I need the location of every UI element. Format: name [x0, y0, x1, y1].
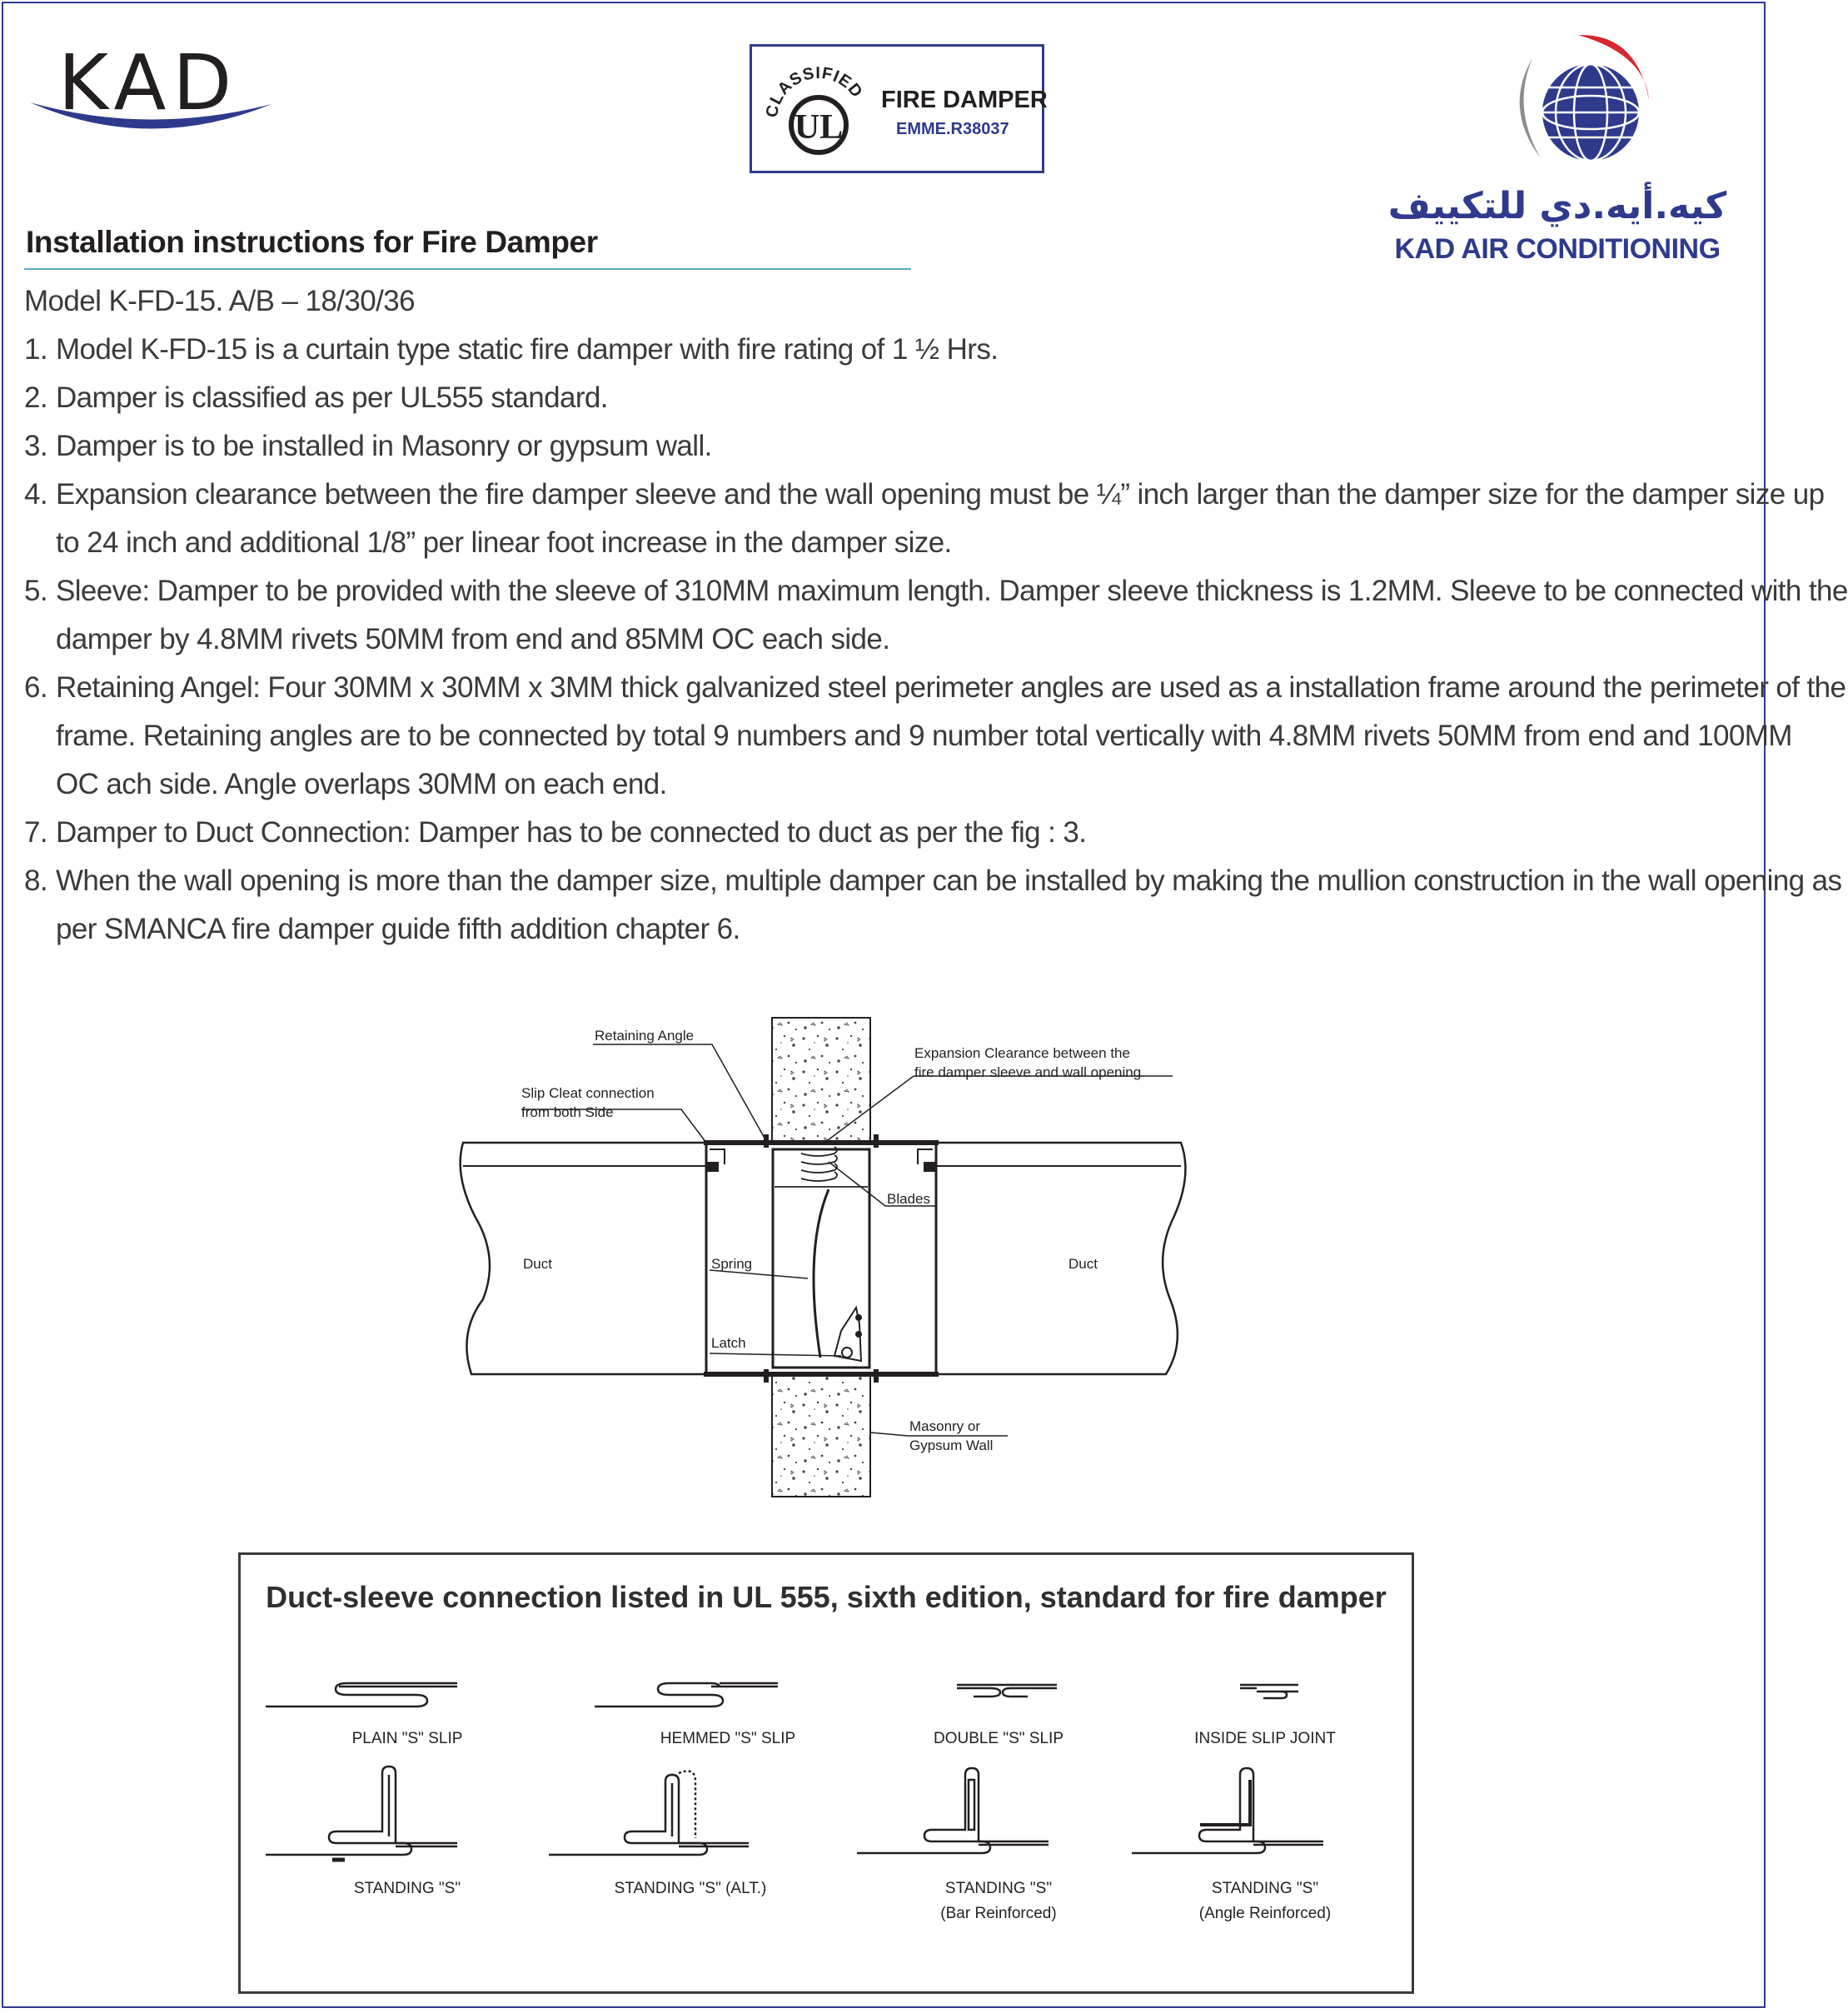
- connections-title: Duct-sleeve connection listed in UL 555,…: [266, 1580, 1387, 1614]
- instruction-text: Damper is classified as per UL555 standa…: [56, 381, 608, 414]
- wall-lower: [771, 1373, 871, 1497]
- instruction-item: 5.Sleeve: Damper to be provided with the…: [24, 567, 1848, 664]
- joint-label: DOUBLE "S" SLIP: [933, 1730, 1064, 1747]
- instruction-number: 3.: [24, 430, 48, 462]
- page-border: [2, 2, 1766, 2008]
- instruction-item: 6.Retaining Angel: Four 30MM x 30MM x 3M…: [24, 664, 1848, 809]
- instruction-number: 2.: [24, 381, 48, 414]
- joint-double-s-slip: DOUBLE "S" SLIP: [857, 1663, 1140, 1855]
- duct-left: [459, 1141, 708, 1376]
- wall-label-2: Gypsum Wall: [909, 1438, 993, 1453]
- joint-inside-slip: INSIDE SLIP JOINT: [1123, 1663, 1407, 1855]
- instruction-item: 3.Damper is to be installed in Masonry o…: [24, 422, 1848, 471]
- plain-s-slip-icon: [266, 1682, 457, 1708]
- instruction-text: Sleeve: Damper to be provided with the s…: [56, 575, 1848, 607]
- instruction-item: 7.Damper to Duct Connection: Damper has …: [24, 809, 1848, 857]
- instruction-item: 8.When the wall opening is more than the…: [24, 857, 1848, 954]
- instruction-text: Retaining Angel: Four 30MM x 30MM x 3MM …: [56, 671, 1846, 704]
- joint-standing-s: STANDING "S": [266, 1763, 549, 1955]
- joint-label: PLAIN "S" SLIP: [351, 1730, 463, 1747]
- joint-hemmed-s-slip: HEMMED "S" SLIP: [586, 1663, 869, 1855]
- instruction-text: Damper to Duct Connection: Damper has to…: [56, 816, 1087, 849]
- wall-upper: [771, 1017, 871, 1142]
- joint-label: STANDING "S": [353, 1880, 461, 1897]
- double-s-slip-icon: [957, 1683, 1057, 1698]
- standing-s-alt-icon: [549, 1770, 749, 1856]
- joint-standing-s-angle: STANDING "S" (Angle Reinforced): [1123, 1763, 1407, 1955]
- instruction-text: OC ach side. Angle overlaps 30MM on each…: [56, 768, 667, 800]
- kad-logo: KAD: [23, 37, 273, 137]
- company-arabic-name: كيه.أيه.دي للتكييف: [1387, 185, 1727, 227]
- instruction-text: to 24 inch and additional 1/8” per linea…: [56, 526, 952, 559]
- model-line: Model K-FD-15. A/B – 18/30/36: [24, 285, 416, 317]
- joint-standing-s-bar: STANDING "S" (Bar Reinforced): [857, 1763, 1140, 1955]
- duct-right-label: Duct: [1068, 1256, 1098, 1272]
- joint-label: STANDING "S" (ALT.): [614, 1880, 767, 1897]
- latch-label: Latch: [711, 1335, 746, 1351]
- instruction-item: 2.Damper is classified as per UL555 stan…: [24, 374, 1848, 422]
- logo-swoosh-icon: [30, 102, 271, 129]
- instruction-text: Expansion clearance between the fire dam…: [56, 478, 1825, 511]
- joint-sublabel: (Angle Reinforced): [1198, 1905, 1332, 1922]
- instructions-list: 1.Model K-FD-15 is a curtain type static…: [24, 326, 1848, 954]
- instruction-item: 1.Model K-FD-15 is a curtain type static…: [24, 326, 1848, 374]
- instruction-text: per SMANCA fire damper guide fifth addit…: [56, 913, 740, 945]
- instruction-number: 8.: [24, 864, 48, 897]
- spring-label: Spring: [711, 1256, 752, 1272]
- instruction-text: Model K-FD-15 is a curtain type static f…: [56, 333, 999, 366]
- instruction-text: frame. Retaining angles are to be connec…: [56, 720, 1792, 752]
- instruction-number: 7.: [24, 816, 48, 849]
- standing-s-icon: [266, 1765, 457, 1862]
- ul-badge-code: EMME.R38037: [896, 120, 1009, 138]
- joint-label: HEMMED "S" SLIP: [660, 1730, 796, 1747]
- document-title: Installation instructions for Fire Dampe…: [26, 225, 598, 259]
- joint-label: INSIDE SLIP JOINT: [1194, 1730, 1336, 1747]
- joint-sublabel: (Bar Reinforced): [940, 1905, 1057, 1922]
- inside-slip-joint-icon: [1240, 1683, 1298, 1700]
- slip-cleat-label-2: from both Side: [521, 1104, 614, 1120]
- installation-diagram: Retaining Angle Expansion Clearance betw…: [459, 1017, 1187, 1497]
- ul-mark-text: UL: [794, 108, 843, 147]
- spring-line: [812, 1188, 830, 1358]
- kad-logo-text: KAD: [57, 38, 239, 127]
- retaining-angle-label: Retaining Angle: [595, 1028, 694, 1044]
- joint-label: STANDING "S": [944, 1880, 1053, 1897]
- instruction-text: When the wall opening is more than the d…: [56, 864, 1842, 897]
- joint-plain-s-slip: PLAIN "S" SLIP: [266, 1663, 549, 1855]
- company-name: KAD AIR CONDITIONING: [1394, 233, 1721, 265]
- instruction-item: 4.Expansion clearance between the fire d…: [24, 471, 1848, 567]
- instruction-number: 4.: [24, 478, 48, 511]
- expansion-label-2: fire damper sleeve and wall opening: [914, 1064, 1141, 1080]
- joint-standing-s-alt: STANDING "S" (ALT.): [549, 1763, 832, 1955]
- title-underline: [24, 268, 911, 270]
- instruction-number: 6.: [24, 671, 48, 704]
- instruction-text: Damper is to be installed in Masonry or …: [56, 430, 712, 462]
- globe-logo-icon: [1519, 34, 1649, 162]
- wall-label-1: Masonry or: [909, 1418, 980, 1434]
- ul-mark-icon: CLASSIFIED UL: [763, 64, 865, 155]
- duct-right: [934, 1141, 1187, 1376]
- ul-classified-badge: CLASSIFIED UL FIRE DAMPER EMME.R38037: [750, 44, 1048, 173]
- instruction-text: damper by 4.8MM rivets 50MM from end and…: [56, 623, 890, 655]
- expansion-label-1: Expansion Clearance between the: [914, 1045, 1130, 1061]
- standing-s-angle-reinforced-icon: [1132, 1766, 1323, 1855]
- duct-sleeve-connections-panel: Duct-sleeve connection listed in UL 555,…: [238, 1552, 1414, 1994]
- instruction-number: 5.: [24, 575, 48, 607]
- duct-left-label: Duct: [523, 1256, 552, 1272]
- instruction-number: 1.: [24, 333, 48, 366]
- standing-s-bar-reinforced-icon: [857, 1766, 1049, 1855]
- joint-label: STANDING "S": [1211, 1880, 1319, 1897]
- hemmed-s-slip-icon: [595, 1682, 778, 1708]
- blades-label: Blades: [887, 1191, 930, 1207]
- slip-cleat-label-1: Slip Cleat connection: [521, 1085, 655, 1101]
- ul-badge-title: FIRE DAMPER: [881, 87, 1048, 113]
